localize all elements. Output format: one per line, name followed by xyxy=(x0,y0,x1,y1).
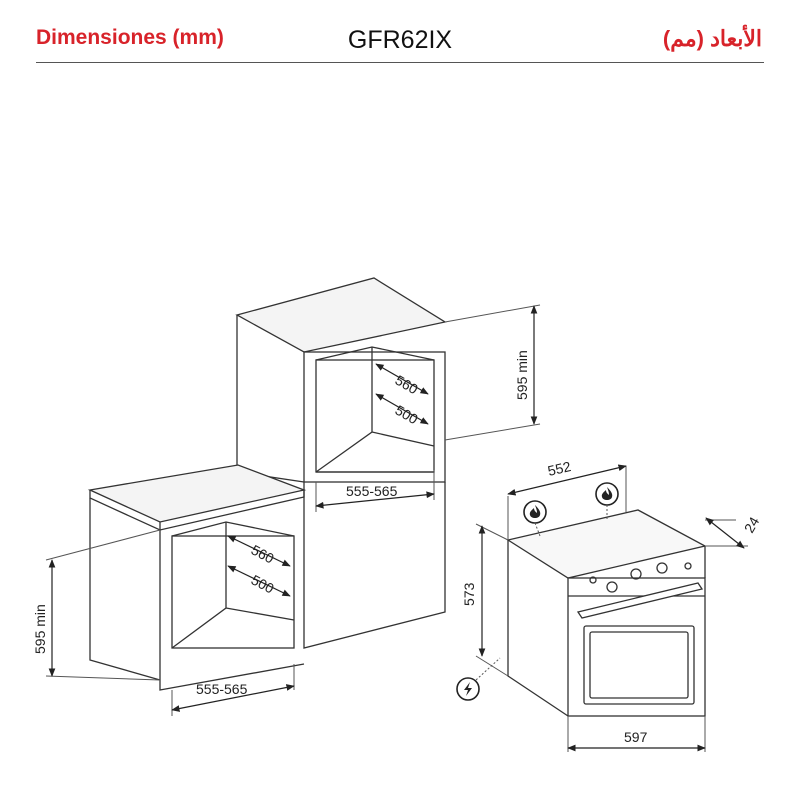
title-arabic: الأبعاد (مم) xyxy=(662,26,762,51)
column-height-label: 595 min xyxy=(514,350,530,400)
under-counter-cabinet xyxy=(87,464,307,691)
gas-flame-icon xyxy=(523,500,547,524)
column-width-label: 555-565 xyxy=(346,483,398,499)
oven-door-thickness-label: 24 xyxy=(741,514,763,536)
undercounter-width-label: 555-565 xyxy=(196,681,248,697)
oven xyxy=(506,509,707,717)
oven-depth-label: 552 xyxy=(546,458,573,479)
oven-width-label: 597 xyxy=(624,729,648,745)
model-name: GFR62IX xyxy=(347,26,453,54)
gas-flame-icon xyxy=(595,482,619,506)
header-rule xyxy=(36,62,764,63)
header: Dimensiones (mm) GFR62IX الأبعاد (مم) xyxy=(0,0,800,64)
undercounter-height-label: 595 min xyxy=(32,604,48,654)
oven-height-label: 573 xyxy=(461,582,477,606)
title-spanish: Dimensiones (mm) xyxy=(36,26,224,49)
electric-bolt-icon xyxy=(456,677,480,701)
